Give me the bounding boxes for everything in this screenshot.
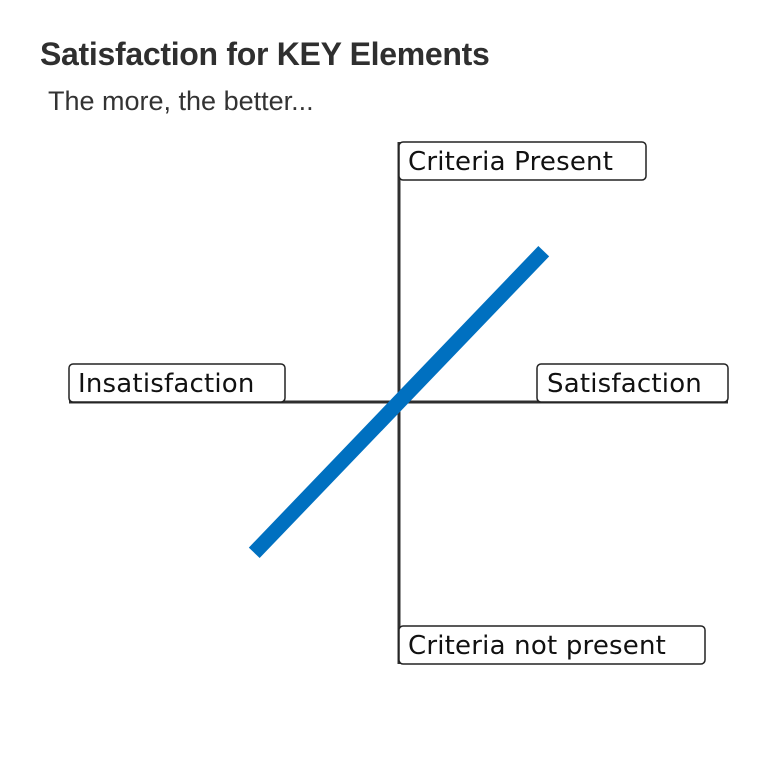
- label-criteria-not-present: Criteria not present: [398, 625, 706, 665]
- label-text: Criteria not present: [408, 631, 666, 661]
- label-box: [536, 363, 729, 403]
- chart-title: Satisfaction for KEY Elements: [40, 36, 490, 72]
- label-criteria-present: Criteria Present: [398, 141, 647, 181]
- label-box: [398, 141, 647, 181]
- label-text: Insatisfaction: [78, 369, 255, 399]
- label-box: [68, 363, 286, 403]
- label-satisfaction: Satisfaction: [536, 363, 729, 403]
- label-insatisfaction: Insatisfaction: [68, 363, 286, 403]
- label-text: Satisfaction: [547, 369, 702, 399]
- satisfaction-line: [248, 246, 550, 558]
- label-text: Criteria Present: [408, 147, 613, 177]
- chart-subtitle: The more, the better...: [48, 86, 314, 116]
- label-box: [398, 625, 706, 665]
